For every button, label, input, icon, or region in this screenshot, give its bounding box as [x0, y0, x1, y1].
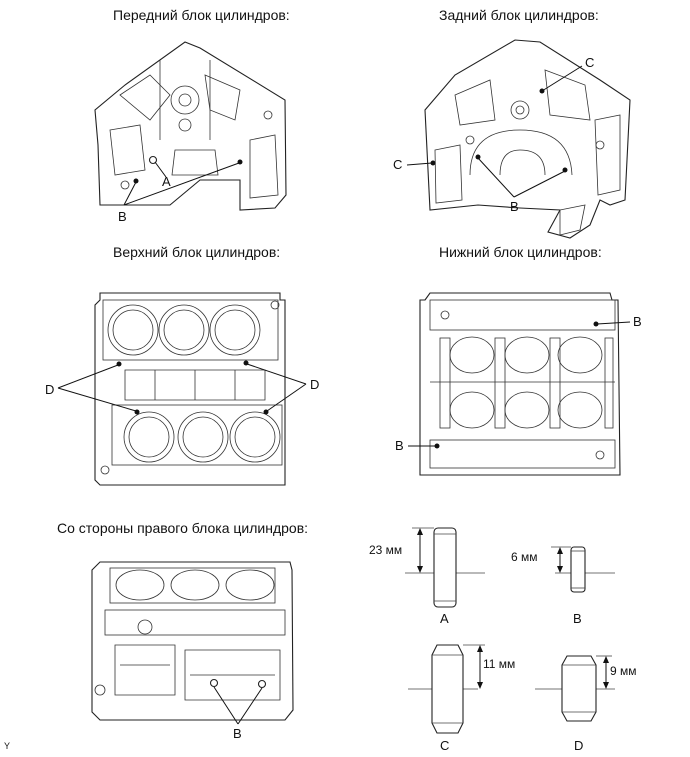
pin-c-dimension: 11 мм: [483, 657, 516, 671]
front-label-a: A: [162, 174, 171, 189]
corner-mark: Y: [4, 741, 11, 751]
right-side-label-b: B: [233, 726, 242, 741]
rear-label-b: B: [510, 199, 519, 214]
right-side-block-outline: [91, 561, 294, 721]
front-view-title: Передний блок цилиндров:: [113, 7, 290, 23]
top-label-d-right: D: [310, 377, 320, 392]
pin-b-dimension: 6 мм: [511, 550, 538, 564]
pin-b-label: B: [573, 611, 582, 626]
bottom-block-outline: [419, 292, 621, 476]
bottom-view-title: Нижний блок цилиндров:: [439, 244, 602, 260]
right-side-view-title: Со стороны правого блока цилиндров:: [57, 520, 309, 536]
pin-d-dimension: 9 мм: [610, 664, 637, 678]
top-label-d-left: D: [45, 382, 55, 397]
top-block-outline: [94, 292, 286, 486]
rear-label-c-left: C: [393, 157, 403, 172]
pin-a-dimension: 23 мм: [369, 543, 403, 557]
bottom-label-b-right: B: [633, 314, 642, 329]
top-view-title: Верхний блок цилиндров:: [113, 244, 281, 260]
pin-c-label: C: [440, 738, 450, 753]
pin-a-label: A: [440, 611, 449, 626]
rear-block-outline: [424, 39, 631, 239]
front-block-outline: [94, 41, 287, 211]
pin-d-label: D: [574, 738, 584, 753]
bottom-label-b-left: B: [395, 438, 404, 453]
rear-view-title: Задний блок цилиндров:: [439, 7, 599, 23]
front-label-b: B: [118, 209, 127, 224]
rear-label-c-top: C: [585, 55, 595, 70]
